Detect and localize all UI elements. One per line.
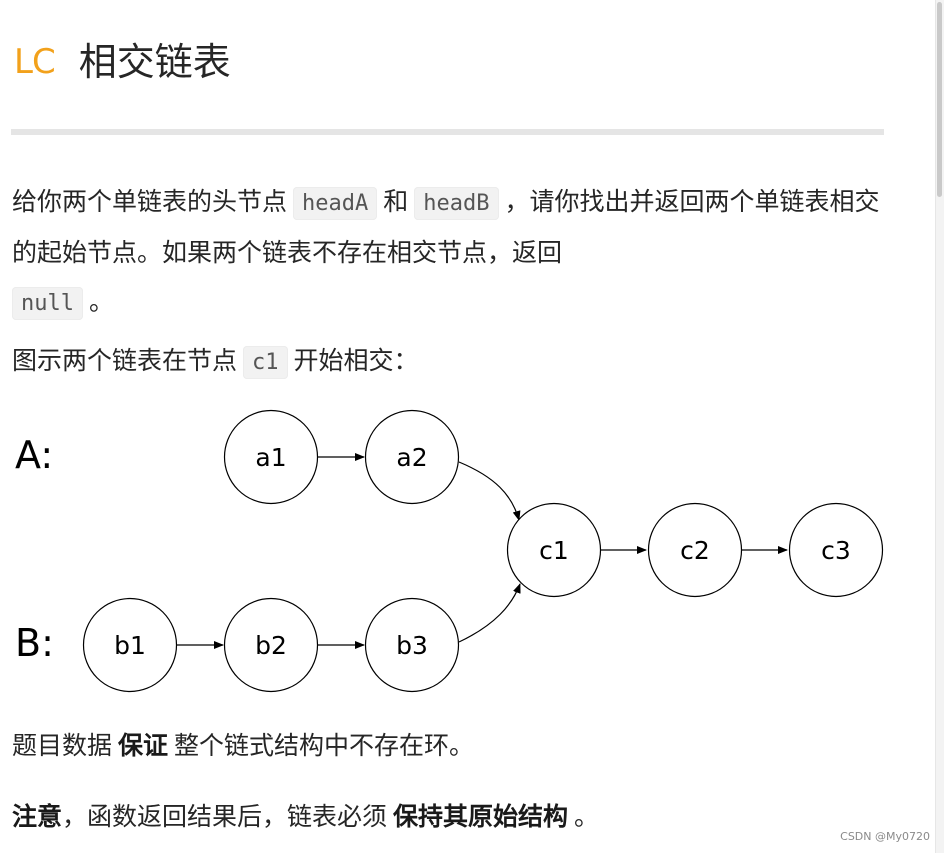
node-a1: a1 — [223, 409, 319, 505]
node-a1-label: a1 — [255, 443, 286, 472]
list-b-label: B: — [15, 621, 54, 665]
arrow-a2-c1 — [458, 461, 521, 521]
attention-note: 注意，函数返回结果后，链表必须保持其原始结构。 — [12, 792, 892, 841]
csdn-watermark: CSDN @My0720 — [840, 830, 930, 843]
node-b1-label: b1 — [114, 631, 146, 660]
node-c3: c3 — [788, 502, 884, 598]
attention-text-1: ，函数返回结果后，链表必须 — [62, 802, 388, 831]
node-c1: c1 — [506, 502, 602, 598]
constraint-text-1: 题目数据 — [12, 731, 113, 760]
description-text-3: ，请你找出并返回两个单链表相交的起始节点。如果两个链表不存在相交节点，返回 — [12, 187, 880, 267]
problem-header: LC 相交链表 — [14, 34, 231, 90]
node-b3: b3 — [364, 597, 460, 693]
scrollbar-thumb[interactable] — [937, 2, 942, 197]
attention-text-2: 。 — [574, 802, 600, 831]
code-null: null — [12, 287, 83, 320]
code-headB: headB — [414, 187, 499, 220]
node-b2-label: b2 — [255, 631, 287, 660]
node-c3-label: c3 — [821, 536, 851, 565]
description-text-1: 给你两个单链表的头节点 — [12, 187, 288, 216]
constraint-text-2: 整个链式结构中不存在环。 — [174, 731, 475, 760]
caption-text-1: 图示两个链表在节点 — [12, 346, 238, 375]
caption-text-2: 开始相交： — [293, 346, 419, 375]
header-divider — [11, 129, 884, 135]
node-b1: b1 — [82, 597, 178, 693]
description-text-2: 和 — [383, 187, 409, 216]
node-c1-label: c1 — [539, 536, 569, 565]
attention-bold: 注意 — [12, 802, 63, 831]
page-title: 相交链表 — [78, 40, 231, 84]
constraint-bold: 保证 — [118, 731, 169, 760]
node-a2-label: a2 — [396, 443, 427, 472]
arrow-b3-c1 — [458, 583, 521, 643]
code-headA: headA — [293, 187, 378, 220]
node-a2: a2 — [364, 409, 460, 505]
list-a-label: A: — [15, 433, 53, 477]
node-c2: c2 — [647, 502, 743, 598]
keep-structure-bold: 保持其原始结构 — [393, 802, 569, 831]
node-b2: b2 — [223, 597, 319, 693]
constraint-note: 题目数据保证整个链式结构中不存在环。 — [12, 721, 892, 770]
vertical-scrollbar[interactable] — [935, 0, 944, 853]
description-text-4: 。 — [88, 287, 114, 316]
code-c1: c1 — [243, 346, 288, 379]
node-b3-label: b3 — [396, 631, 428, 660]
linked-list-diagram: A: B: a1 a2 b1 b2 b3 c1 c2 c3 — [15, 409, 884, 693]
node-c2-label: c2 — [680, 536, 710, 565]
leetcode-logo-icon: LC — [14, 42, 56, 82]
